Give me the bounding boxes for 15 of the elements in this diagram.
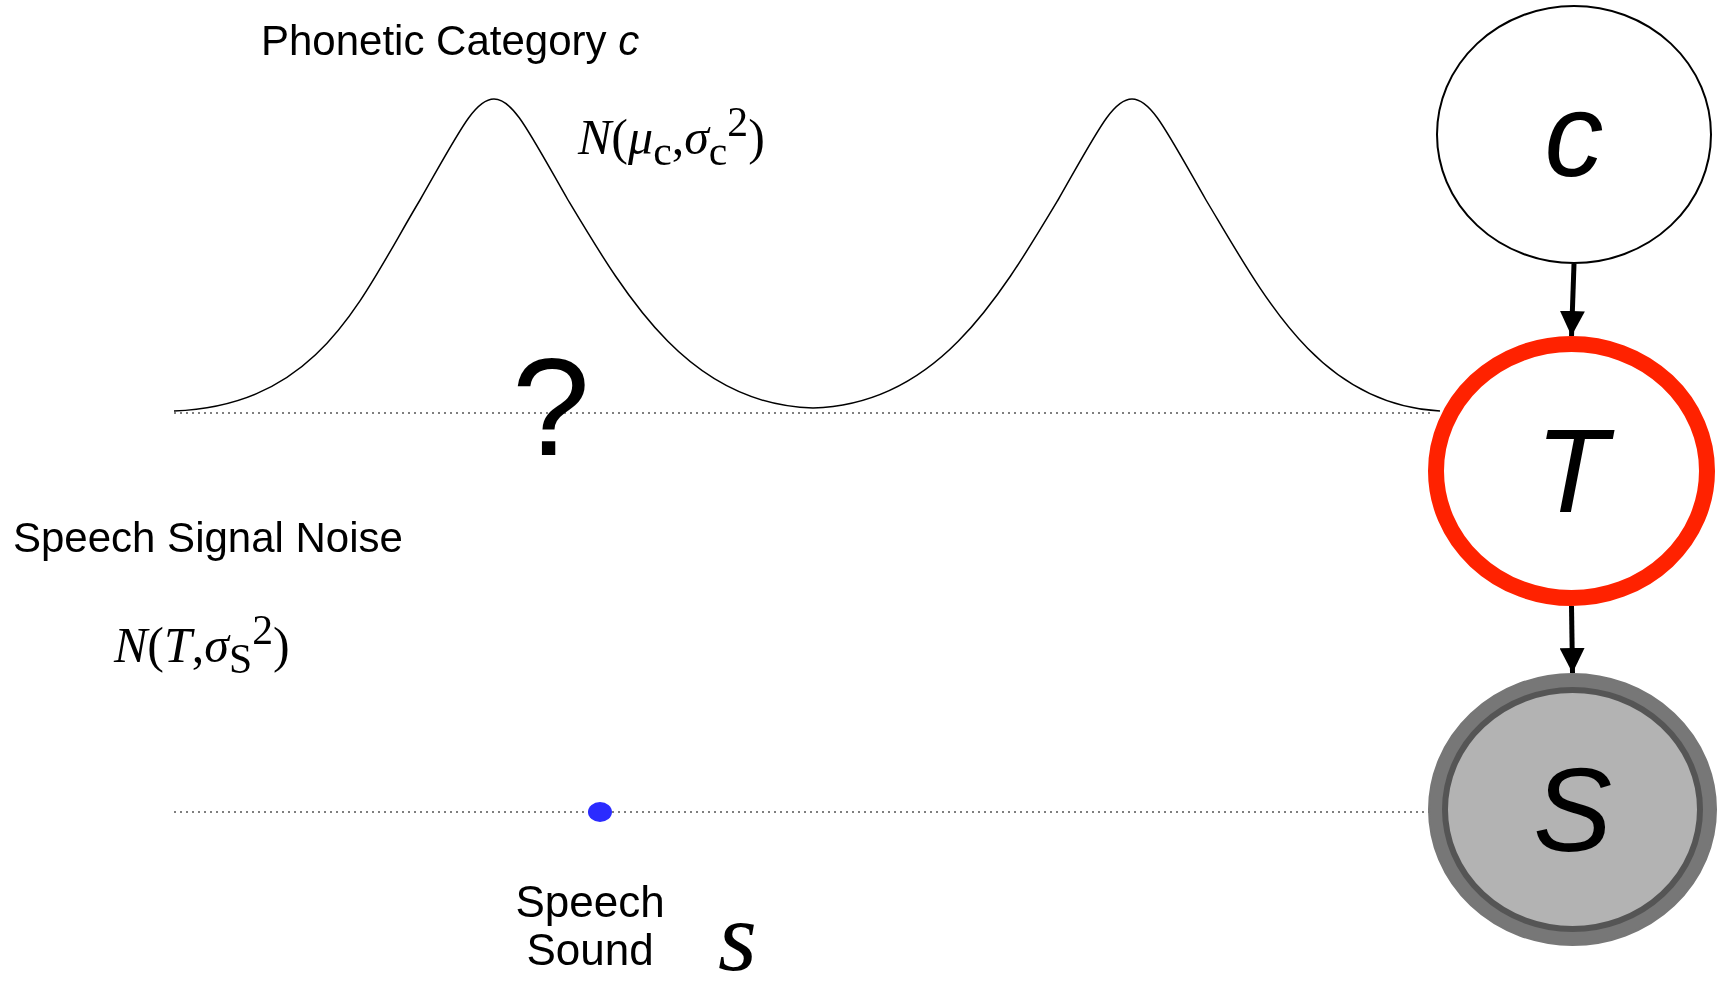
question-mark: ?: [512, 330, 590, 484]
arrow: [1559, 263, 1585, 337]
variable-label: c: [1543, 75, 1605, 194]
arrow: [1559, 605, 1585, 674]
axis-title: Phonetic Category c: [261, 18, 640, 65]
variable-label: T: [1428, 412, 1715, 530]
variable-circle: [1428, 673, 1717, 946]
variable-circle: [1428, 336, 1715, 606]
axis-title: Speech Signal Noise: [13, 515, 403, 562]
variable-circle: [1436, 5, 1712, 264]
variable-label: S: [1532, 750, 1613, 869]
variable-label: s: [718, 882, 757, 992]
axis-title: Speech Sound: [514, 878, 666, 975]
distribution-formula: N(T,σ$_{S}$$^{2}$): [114, 608, 290, 683]
distribution-formula: N(μ$_{c}$,σ$_{c}$$^{2}$): [578, 100, 765, 175]
